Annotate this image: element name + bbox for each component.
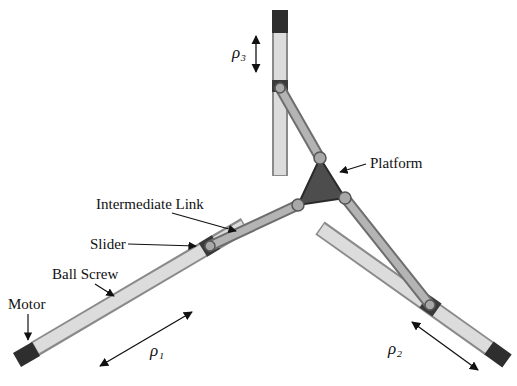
rail-1 <box>17 225 245 360</box>
stroke-label: ρ₃ <box>232 44 246 63</box>
motor-1 <box>17 349 36 360</box>
slider-1 <box>203 242 216 250</box>
stroke-label: ρ₂ <box>388 340 402 359</box>
stroke-arrow-2 <box>412 322 478 370</box>
part-label: Intermediate Link <box>96 196 204 213</box>
part-label: Platform <box>370 155 423 172</box>
rail-2 <box>320 228 507 361</box>
motor-2 <box>489 348 507 361</box>
part-label: Slider <box>90 236 126 253</box>
slider-2 <box>424 301 437 310</box>
platform-triangle <box>298 158 345 205</box>
intermediate-links <box>210 88 430 305</box>
part-label: Motor <box>8 296 46 313</box>
stroke-arrow-1 <box>100 312 192 366</box>
part-label: Ball Screw <box>52 266 118 283</box>
motor-3 <box>272 10 288 33</box>
leader-lines <box>28 164 366 340</box>
stroke-label: ρ₁ <box>150 342 164 361</box>
joints <box>205 83 435 310</box>
stroke-arrow-3 <box>255 36 256 72</box>
